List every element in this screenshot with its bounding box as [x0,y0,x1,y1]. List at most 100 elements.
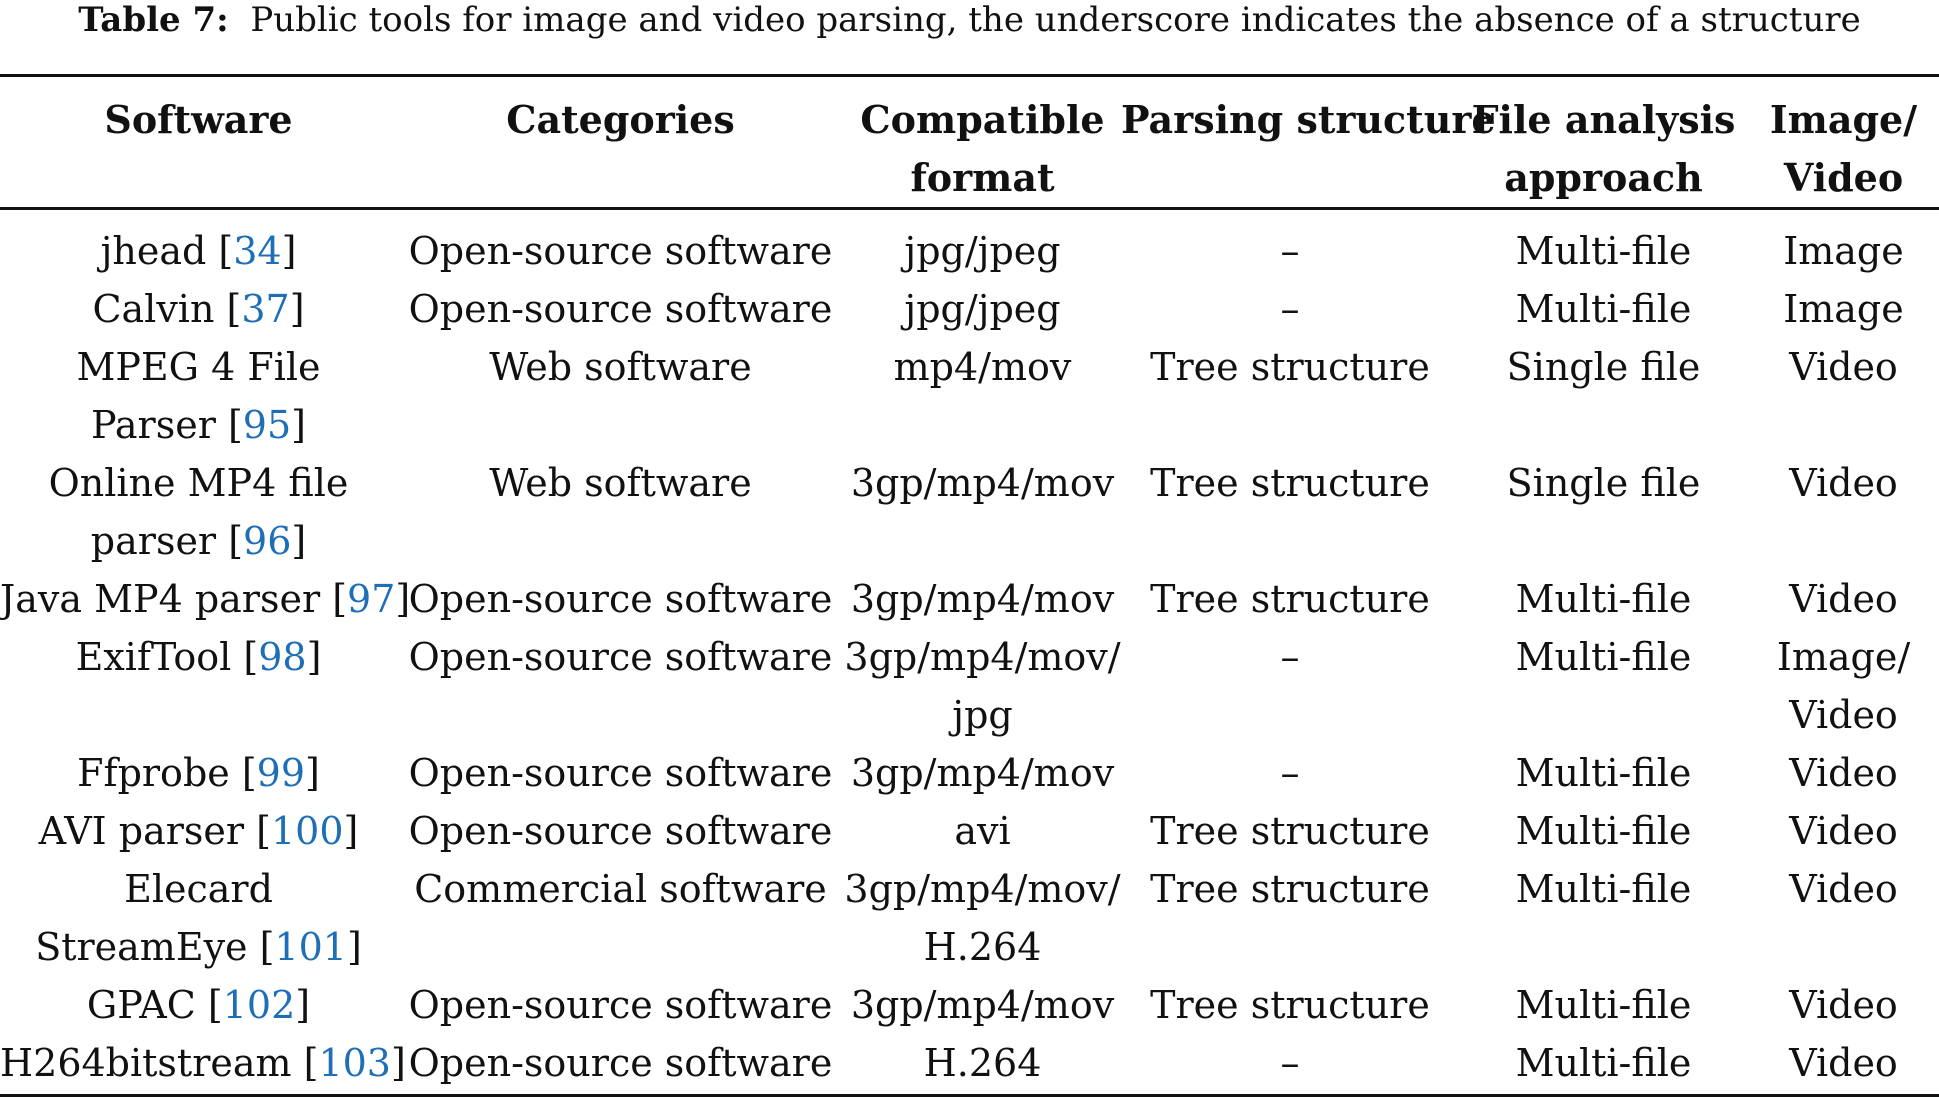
cell-line: – [1280,751,1300,795]
reference-link[interactable]: 101 [274,925,347,969]
cell-category: Open-source software [397,209,844,281]
cell-structure: – [1121,1034,1459,1096]
software-name: AVI parser [38,809,257,853]
cell-line: Web software [489,345,752,389]
reference-link[interactable]: 97 [347,577,396,621]
cell-line: – [1280,287,1300,331]
cell-line: 3gp/mp4/mov [850,983,1115,1027]
software-name: jhead [100,229,219,273]
reference-link[interactable]: 102 [222,983,296,1027]
cell-structure: – [1121,209,1459,281]
cell-software: Calvin [37] [0,280,397,338]
reference-link[interactable]: 98 [258,635,307,679]
software-name: parser [90,519,229,563]
cell-line: H.264 [923,925,1042,969]
cell-line: parser [96] [90,519,307,563]
cell-line: 3gp/mp4/mov/ [844,635,1121,679]
cell-category: Open-source software [397,1034,844,1096]
cell-software: GPAC [102] [0,976,397,1034]
reference-link[interactable]: 99 [256,751,306,795]
software-name: Online MP4 file [48,461,349,505]
cell-format: avi [844,802,1121,860]
cell-category: Commercial software [397,860,844,976]
cell-media: Image [1748,280,1939,338]
reference-link[interactable]: 34 [233,229,282,273]
software-name: GPAC [86,983,208,1027]
cell-line: Video [1789,809,1898,853]
cell-approach: Multi-file [1459,976,1748,1034]
cell-line: jpg/jpeg [904,229,1061,273]
column-header-line: Categories [506,97,735,142]
cell-structure: – [1121,744,1459,802]
cell-media: Video [1748,976,1939,1034]
cell-line: Multi-file [1515,1041,1692,1085]
cell-media: Video [1748,802,1939,860]
cell-line: 3gp/mp4/mov/ [844,867,1121,911]
table-caption-label: Table 7: [78,0,229,40]
cell-format: 3gp/mp4/mov [844,570,1121,628]
software-name: Parser [91,403,228,447]
cell-approach: Multi-file [1459,744,1748,802]
cell-software: ExifTool [98] [0,628,397,744]
software-name: MPEG 4 File [76,345,321,389]
cell-line: Open-source software [408,1041,833,1085]
cell-line: GPAC [102] [86,983,311,1027]
cell-software: H264bitstream [103] [0,1034,406,1096]
cell-line: Multi-file [1515,635,1692,679]
reference-link[interactable]: 37 [241,287,290,331]
reference-link[interactable]: 95 [242,403,292,447]
reference-link[interactable]: 96 [243,519,292,563]
cell-format: jpg/jpeg [844,209,1121,281]
cell-software: Java MP4 parser [97] [0,570,410,628]
cell-line: – [1280,1041,1300,1085]
cell-format: H.264 [844,1034,1121,1096]
cell-format: 3gp/mp4/mov/jpg [844,628,1121,744]
cell-approach: Multi-file [1459,1034,1748,1096]
cell-line: Multi-file [1515,983,1692,1027]
cell-structure: Tree structure [1121,570,1459,628]
cell-line: Multi-file [1515,577,1692,621]
reference-link[interactable]: 100 [270,809,344,853]
table-row: Java MP4 parser [97]Open-source software… [0,570,1939,628]
cell-line: Open-source software [408,983,833,1027]
cell-approach: Multi-file [1459,802,1748,860]
cell-line: Parser [95] [91,403,306,447]
cell-media: Video [1748,1034,1939,1096]
cell-line: Web software [489,461,752,505]
cell-line: Video [1789,751,1898,795]
cell-category: Open-source software [397,976,844,1034]
cell-line: Video [1789,983,1898,1027]
cell-media: Video [1748,570,1939,628]
column-header-image-video: Image/Video [1748,76,1939,209]
cell-category: Open-source software [397,628,844,744]
cell-format: 3gp/mp4/mov [844,744,1121,802]
cell-approach: Multi-file [1459,860,1748,976]
cell-line: avi [954,809,1011,853]
cell-line: ExifTool [98] [75,635,322,679]
cell-line: AVI parser [100] [38,809,359,853]
cell-category: Open-source software [397,280,844,338]
cell-category: Web software [397,454,844,570]
cell-category: Open-source software [397,744,844,802]
cell-line: Image/ [1776,635,1911,679]
software-name: Calvin [92,287,227,331]
column-header-line: Compatible [860,97,1105,142]
software-name: Ffprobe [77,751,242,795]
cell-line: jpg [952,693,1013,737]
software-name: H264bitstream [0,1041,304,1085]
cell-format: 3gp/mp4/mov [844,454,1121,570]
reference-link[interactable]: 103 [318,1041,391,1085]
cell-line: Elecard [0,860,397,918]
cell-line: Tree structure [1150,461,1430,505]
software-name: Elecard [124,867,273,911]
cell-line: Multi-file [1515,229,1692,273]
column-header-software: Software [0,76,397,209]
